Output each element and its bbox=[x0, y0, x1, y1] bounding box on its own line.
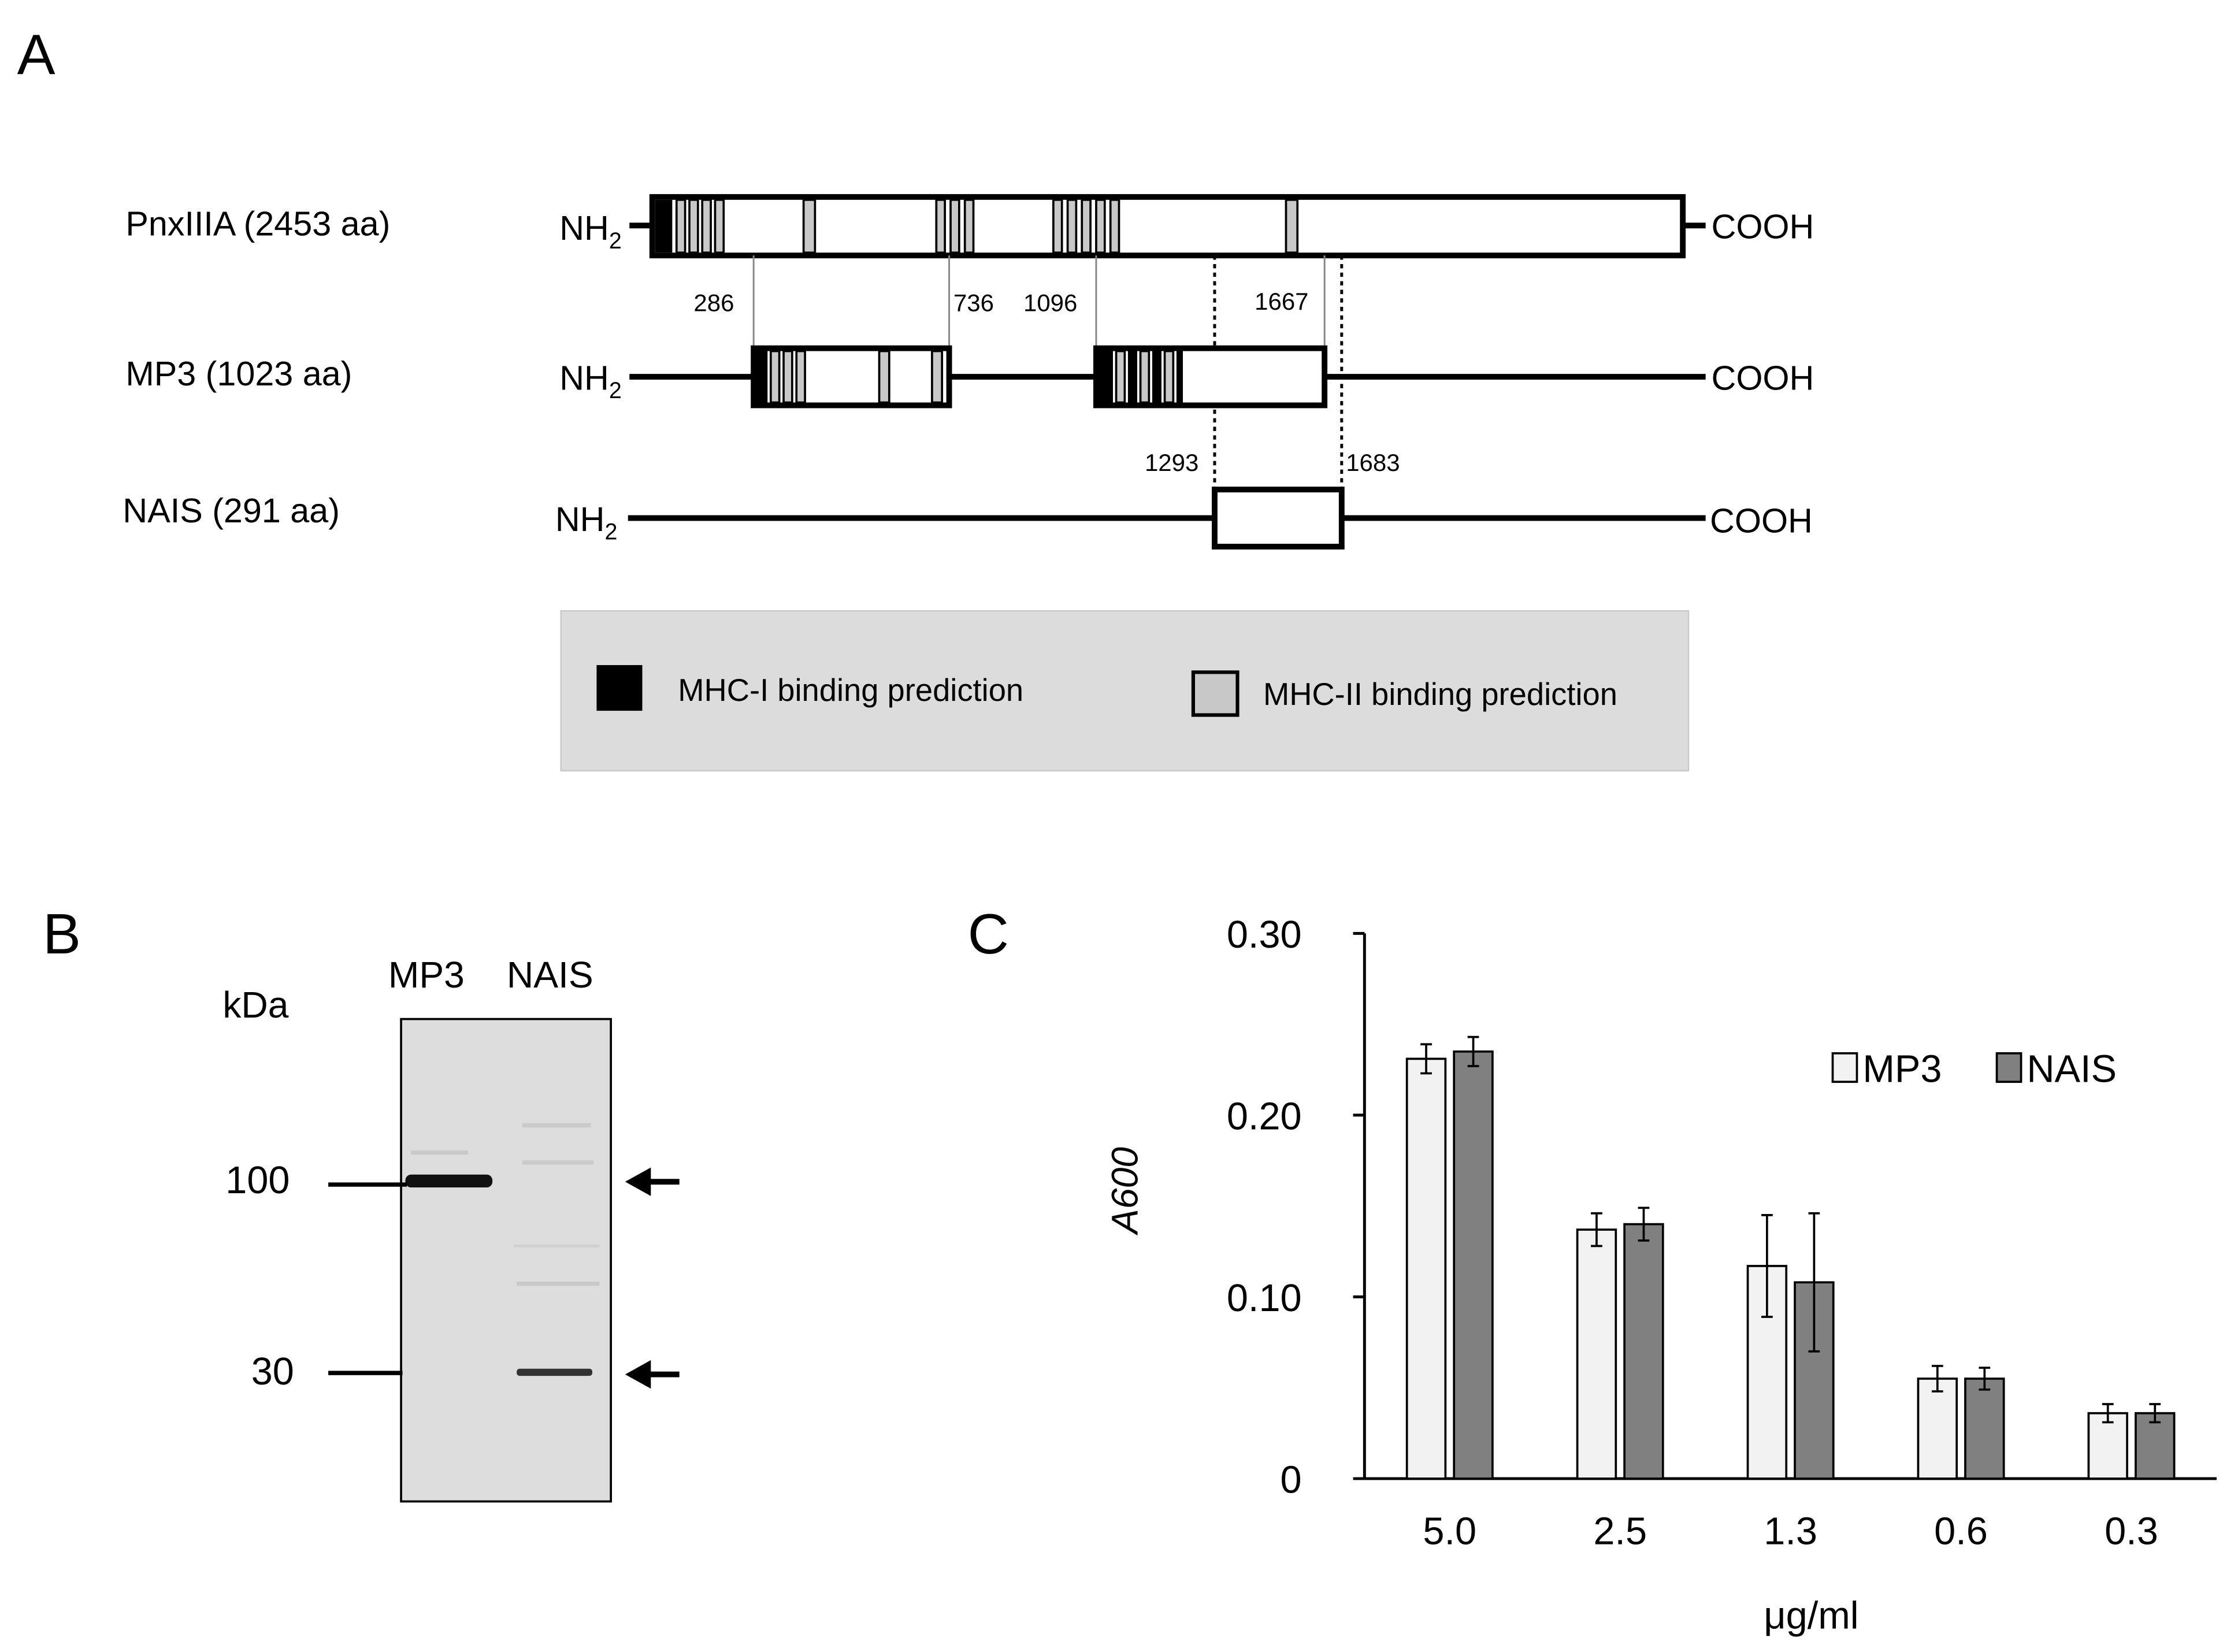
marker-100-label: 100 bbox=[225, 1159, 290, 1202]
nais-domain bbox=[1212, 487, 1345, 550]
faint-bands bbox=[411, 1123, 600, 1286]
pnx-mhc1-mark bbox=[655, 199, 673, 253]
nais-n-term: NH2 bbox=[555, 500, 618, 545]
mp3-mhc-stripes bbox=[755, 350, 1183, 404]
legend-mhc2-label: MHC-II binding prediction bbox=[1263, 677, 1617, 712]
panel-c: C 0 0.10 0.20 0.30 5.0 2.5 1.3 0.6 0.3 MP3 NAIS A6… bbox=[968, 902, 2217, 1637]
panel-a-letter: A bbox=[17, 23, 55, 86]
mp3-c-term: COOH bbox=[1712, 358, 1814, 397]
bar-mp3 bbox=[1917, 1378, 1958, 1480]
legend-mhc1-label: MHC-I binding prediction bbox=[678, 673, 1023, 708]
mp3-label: MP3 (1023 aa) bbox=[125, 354, 352, 393]
y-tick-label: 0.10 bbox=[1227, 1277, 1302, 1320]
x-tick-label: 5.0 bbox=[1423, 1510, 1476, 1553]
x-axis-label: μg/ml bbox=[1764, 1594, 1858, 1637]
y-tick-label: 0.30 bbox=[1227, 914, 1302, 956]
pos-1667: 1667 bbox=[1255, 288, 1308, 315]
bar-nais bbox=[1964, 1378, 2005, 1480]
pos-286: 286 bbox=[693, 289, 734, 316]
x-tick-label: 0.6 bbox=[1934, 1510, 1988, 1553]
pos-1096: 1096 bbox=[1023, 289, 1077, 316]
blot-membrane bbox=[400, 1018, 613, 1503]
pos-736: 736 bbox=[953, 289, 994, 316]
bar-mp3 bbox=[1405, 1057, 1447, 1480]
y-axis-label: A600 bbox=[1104, 1147, 1146, 1236]
bar-mp3 bbox=[1576, 1228, 1617, 1480]
pnx-n-term: NH2 bbox=[559, 209, 622, 254]
y-tick-label: 0 bbox=[1281, 1459, 1302, 1502]
bar-chart: 0 0.10 0.20 0.30 5.0 2.5 1.3 0.6 0.3 MP3 NAIS bbox=[1227, 914, 2217, 1553]
arrow-100-icon bbox=[625, 1167, 680, 1196]
solid-connectors bbox=[752, 255, 1326, 348]
pos-1293: 1293 bbox=[1145, 449, 1198, 476]
kda-label: kDa bbox=[222, 984, 288, 1026]
bar-nais bbox=[1623, 1223, 1664, 1480]
band-mp3-100 bbox=[405, 1174, 493, 1188]
arrow-30-icon bbox=[625, 1360, 680, 1389]
legend-label-nais: NAIS bbox=[2027, 1048, 2117, 1090]
pos-1683: 1683 bbox=[1346, 449, 1400, 476]
pnx-mhc-stripes bbox=[675, 198, 1299, 254]
nais-label: NAIS (291 aa) bbox=[123, 491, 340, 530]
mp3-n-term: NH2 bbox=[559, 358, 622, 403]
legend-swatch-nais bbox=[1995, 1052, 2023, 1083]
y-tick-label: 0.20 bbox=[1227, 1096, 1302, 1138]
legend-label-mp3: MP3 bbox=[1862, 1048, 1942, 1090]
x-tick-label: 0.3 bbox=[2105, 1510, 2158, 1553]
legend-box bbox=[560, 610, 1690, 772]
legend-mhc1-swatch bbox=[596, 665, 643, 711]
panel-b: B MP3 NAIS kDa 100 30 bbox=[43, 902, 680, 1503]
panel-b-letter: B bbox=[43, 902, 81, 966]
lane-nais-label: NAIS bbox=[507, 954, 593, 996]
bar-nais bbox=[2135, 1412, 2176, 1480]
band-nais-30 bbox=[517, 1368, 593, 1376]
legend-mhc2-swatch bbox=[1191, 670, 1240, 717]
panel-a: A PnxIIIA (2453 aa) NH2 COOH bbox=[17, 23, 1814, 772]
bar-nais bbox=[1453, 1050, 1494, 1480]
pnx-label: PnxIIIA (2453 aa) bbox=[125, 205, 390, 243]
panel-c-letter: C bbox=[968, 902, 1009, 966]
pnx-c-term: COOH bbox=[1712, 207, 1814, 246]
x-tick-label: 2.5 bbox=[1593, 1510, 1647, 1553]
legend-swatch-mp3 bbox=[1831, 1052, 1858, 1083]
x-tick-label: 1.3 bbox=[1764, 1510, 1817, 1553]
nais-c-term: COOH bbox=[1710, 501, 1813, 540]
lane-mp3-label: MP3 bbox=[388, 954, 465, 996]
marker-30-label: 30 bbox=[251, 1350, 294, 1393]
